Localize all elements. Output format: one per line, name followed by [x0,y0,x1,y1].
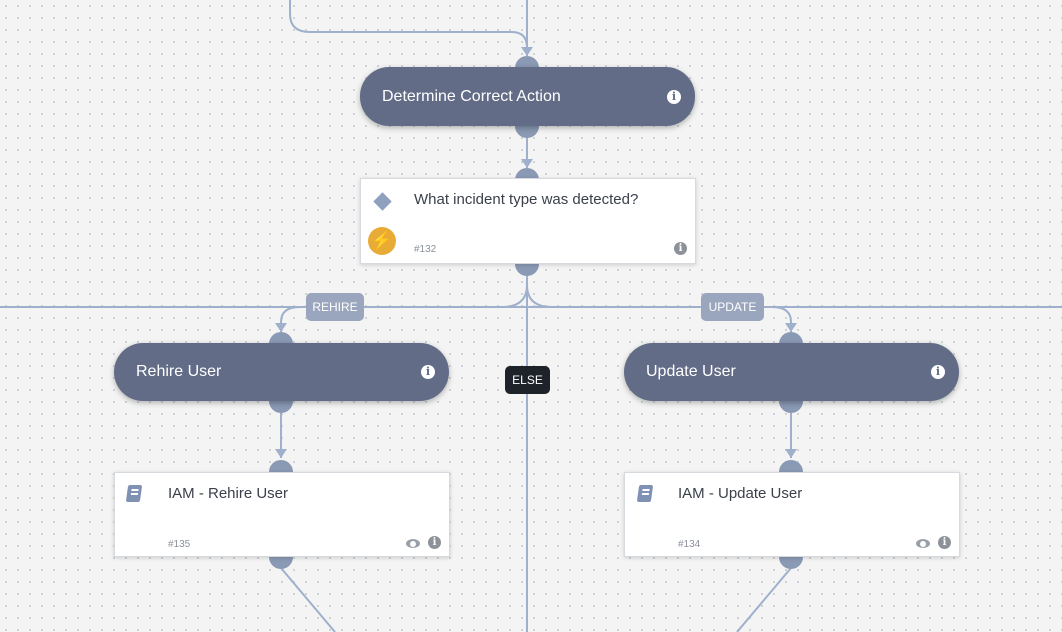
output-port[interactable] [269,401,293,413]
info-icon[interactable]: i [674,242,687,255]
edge-rehire-task-out [280,567,336,632]
input-port[interactable] [269,460,293,472]
playbook-task-card-update[interactable]: IAM - Update User #134 i [624,472,960,557]
output-port[interactable] [269,557,293,569]
condition-task-card[interactable]: What incident type was detected? ⚡ #132 … [360,178,696,264]
input-port[interactable] [515,56,539,68]
task-title: What incident type was detected? [414,191,639,208]
info-icon[interactable]: i [428,536,441,549]
playbook-book-icon [125,485,143,502]
task-id: #135 [168,539,191,550]
edge-update-task-out [736,567,792,632]
output-port[interactable] [515,264,539,276]
edge-update-branch [526,284,792,332]
arrowhead [275,449,287,458]
info-icon[interactable]: i [931,365,945,379]
branch-label-update[interactable]: UPDATE [701,293,764,321]
output-port[interactable] [779,401,803,413]
section-rehire-user[interactable]: Rehire User i [114,343,449,401]
input-port[interactable] [515,168,539,180]
output-port[interactable] [779,557,803,569]
arrowhead [521,47,533,56]
info-icon[interactable]: i [421,365,435,379]
output-port[interactable] [515,126,539,138]
playbook-book-icon [636,485,654,502]
condition-diamond-icon [373,192,392,211]
arrowhead [275,323,287,332]
info-icon[interactable]: i [667,89,681,104]
section-title: Rehire User [136,363,222,380]
branch-label-rehire[interactable]: REHIRE [306,293,364,321]
playbook-task-card-rehire[interactable]: IAM - Rehire User #135 i [114,472,450,557]
arrowhead [785,449,797,458]
branch-label-else[interactable]: ELSE [505,366,550,394]
edge-rehire-branch [280,284,528,332]
eye-icon[interactable] [406,539,420,548]
section-update-user[interactable]: Update User i [624,343,959,401]
section-determine-correct-action[interactable]: Determine Correct Action i [360,67,695,126]
arrowhead [785,323,797,332]
edge-into-determine [289,0,528,56]
info-icon[interactable]: i [938,536,951,549]
task-title: IAM - Update User [678,485,803,502]
input-port[interactable] [779,332,803,344]
eye-icon[interactable] [916,539,930,548]
section-title: Determine Correct Action [382,87,561,105]
arrowhead [521,159,533,168]
input-port[interactable] [779,460,803,472]
task-id: #134 [678,539,701,550]
lightning-icon: ⚡ [368,227,396,255]
task-id: #132 [414,244,437,255]
task-title: IAM - Rehire User [168,485,289,502]
input-port[interactable] [269,332,293,344]
section-title: Update User [646,363,736,380]
